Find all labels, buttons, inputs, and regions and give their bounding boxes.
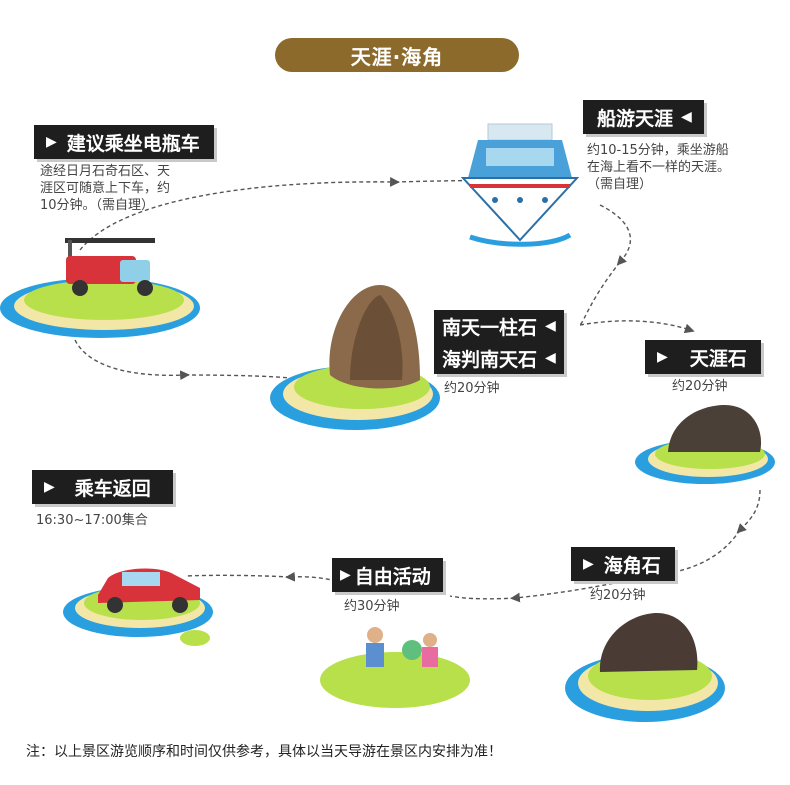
tag-haijiao: ▶ 海角石 — [571, 547, 675, 581]
footer-note: 注：以上景区游览顺序和时间仅供参考，具体以当天导游在景区内安排为准！ — [26, 744, 502, 760]
tag-free-label: 自由活动 — [354, 565, 431, 588]
desc-free: 约30分钟 — [344, 599, 400, 614]
tag-boat: 船游天涯 ◀ — [583, 100, 704, 134]
back-arrow-icon: ◀ — [545, 318, 556, 334]
tag-boat-label: 船游天涯 — [597, 107, 674, 130]
desc-boat-line: 在海上看不一样的天涯。 — [587, 160, 731, 175]
tag-pillar-2: 海判南天石 ◀ — [434, 342, 564, 374]
play-arrow-icon: ▶ — [340, 567, 351, 583]
tag-ev-label: 建议乘坐电瓶车 — [66, 132, 200, 155]
tag-return-label: 乘车返回 — [74, 477, 151, 500]
tag-haijiao-label: 海角石 — [603, 554, 661, 577]
back-arrow-icon: ◀ — [681, 109, 692, 125]
desc-boat-line: 约10-15分钟，乘坐游船 — [587, 143, 729, 158]
island-pillar — [270, 285, 440, 430]
desc-haijiao: 约20分钟 — [590, 588, 646, 603]
island-tianya — [635, 405, 775, 484]
page-title: 天涯·海角 — [275, 38, 519, 72]
desc-return: 16:30~17:00集合 — [36, 513, 148, 528]
tag-tianya: ▶ 天涯石 — [645, 340, 761, 374]
tag-pillar-label-2: 海判南天石 — [442, 348, 538, 371]
tag-tianya-label: 天涯石 — [689, 347, 747, 370]
tag-free: ▶ 自由活动 — [332, 558, 443, 592]
tag-pillar-1: 南天一柱石 ◀ — [434, 310, 564, 342]
tag-pillar-label-1: 南天一柱石 — [442, 316, 538, 339]
desc-tianya: 约20分钟 — [672, 379, 728, 394]
desc-pillar: 约20分钟 — [444, 381, 500, 396]
island-free — [320, 627, 470, 708]
play-arrow-icon: ▶ — [46, 134, 57, 150]
play-arrow-icon: ▶ — [583, 556, 594, 572]
island-return — [63, 568, 213, 646]
play-arrow-icon: ▶ — [657, 349, 668, 365]
tag-return: ▶ 乘车返回 — [32, 470, 173, 504]
play-arrow-icon: ▶ — [44, 479, 55, 495]
desc-ev-line: 10分钟。（需自理） — [40, 198, 155, 213]
desc-ev-line: 途经日月石奇石区、天 — [40, 164, 171, 179]
desc-boat: 约10-15分钟，乘坐游船 在海上看不一样的天涯。 （需自理） — [587, 142, 777, 193]
desc-boat-line: （需自理） — [587, 177, 653, 192]
desc-ev-line: 涯区可随意上下车，约 — [40, 181, 171, 196]
boat-illustration — [460, 123, 580, 247]
island-ev — [0, 238, 200, 338]
tag-ev: ▶ 建议乘坐电瓶车 — [34, 125, 214, 159]
desc-ev: 途经日月石奇石区、天 涯区可随意上下车，约 10分钟。（需自理） — [40, 163, 230, 214]
back-arrow-icon: ◀ — [545, 350, 556, 366]
island-haijiao — [565, 612, 725, 722]
